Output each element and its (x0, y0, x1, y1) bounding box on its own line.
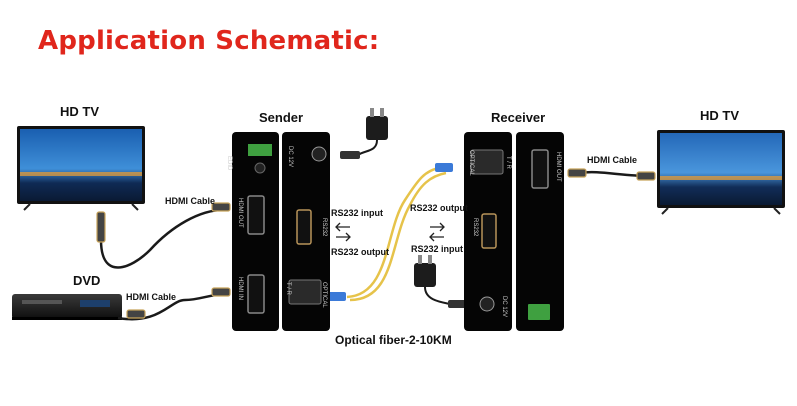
label-hdtv-right: HD TV (700, 108, 739, 123)
optical-fiber-cable (346, 166, 441, 299)
label-hdmi-cable-1: HDMI Cable (165, 196, 216, 206)
hdtv-left-icon (17, 126, 145, 211)
fiber-connectors (328, 163, 453, 301)
label-hdmi-cable-3: HDMI Cable (587, 155, 638, 165)
port-label-sender-tr: T / R (285, 282, 291, 295)
port-label-receiver-hdmi-out: HDMI OUT (555, 152, 561, 182)
label-rs232-output-right: RS232 output (410, 203, 469, 213)
port-label-receiver-tr: T / R (505, 156, 511, 169)
label-rs232-output-left: RS232 output (331, 247, 390, 257)
rs232-arrows (335, 222, 445, 242)
sender-back-panel (282, 132, 330, 331)
port-label-receiver-rs232: RS232 (472, 218, 478, 237)
page-title: Application Schematic: (38, 26, 380, 56)
label-rs232-input-right: RS232 input (411, 244, 464, 254)
label-receiver: Receiver (491, 110, 546, 125)
label-dvd: DVD (73, 273, 101, 288)
port-label-receiver-dc: DC 12V (501, 296, 507, 318)
dvd-player-icon (12, 294, 122, 320)
label-hdmi-cable-2: HDMI Cable (126, 292, 177, 302)
hdmi-cables (99, 170, 651, 321)
power-adapter-receiver-icon (414, 255, 468, 308)
label-sender: Sender (259, 110, 304, 125)
port-label-sender-optical: OPTICAL (321, 282, 327, 308)
port-label-edid: EDID (226, 156, 232, 171)
receiver-front-panel (464, 132, 512, 331)
port-label-receiver-optical: OPTICAL (468, 150, 474, 176)
sender-front-panel (232, 132, 279, 331)
power-adapter-sender-icon (340, 108, 388, 159)
hdmi-connectors (96, 168, 656, 319)
port-label-sender-rs232: RS232 (321, 218, 327, 237)
label-optical-fiber: Optical fiber-2-10KM (335, 333, 452, 347)
port-label-sender-hdmi-out: HDMI OUT (237, 198, 243, 228)
port-label-sender-dc: DC 12V (287, 146, 293, 168)
port-label-sender-hdmi-in: HDMI IN (237, 277, 243, 300)
label-rs232-input-left: RS232 input (331, 208, 384, 218)
label-hdtv-left: HD TV (60, 104, 99, 119)
receiver-back-panel (516, 132, 564, 331)
hdtv-right-icon (657, 130, 785, 215)
